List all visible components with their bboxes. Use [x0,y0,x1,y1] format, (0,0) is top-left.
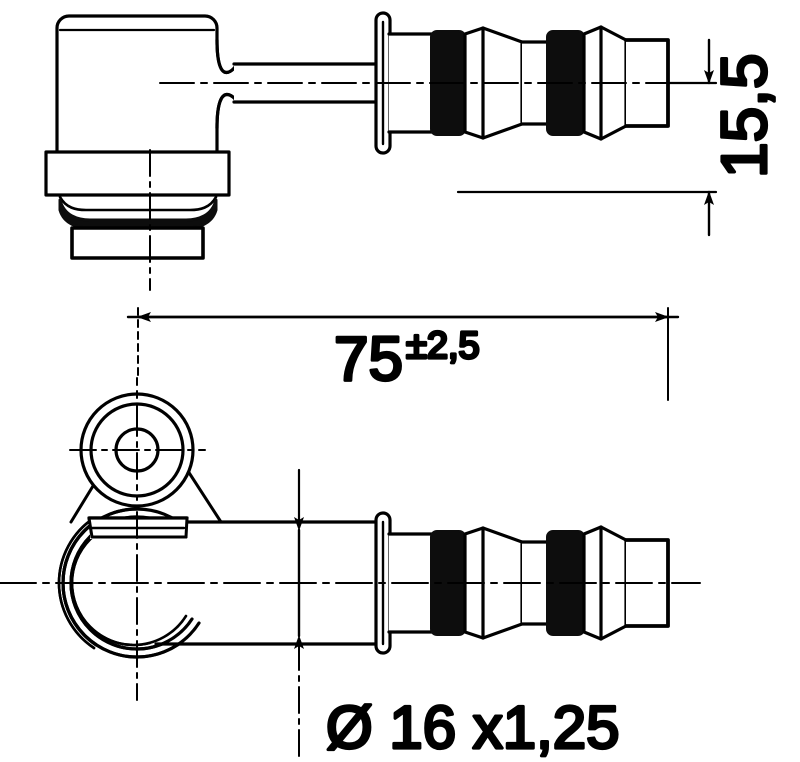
dimension-label-length-tolerance: ±2,5 [406,325,480,367]
front-view-centerlines [0,377,701,701]
dimension-length-75 [126,307,680,401]
dimension-label-length: 75 [334,325,403,394]
front-view [0,377,701,701]
dimension-label-thread: Ø 16 x1,25 [326,694,620,761]
elbow-body [55,14,238,157]
side-view [44,11,701,291]
dimension-texts: 15,5 75 ±2,5 Ø 16 x1,25 [324,52,781,762]
mounting-flange [44,150,231,260]
dimension-height-15-5 [456,38,718,237]
dimension-label-height: 15,5 [708,53,780,178]
side-view-centerlines [149,82,701,291]
